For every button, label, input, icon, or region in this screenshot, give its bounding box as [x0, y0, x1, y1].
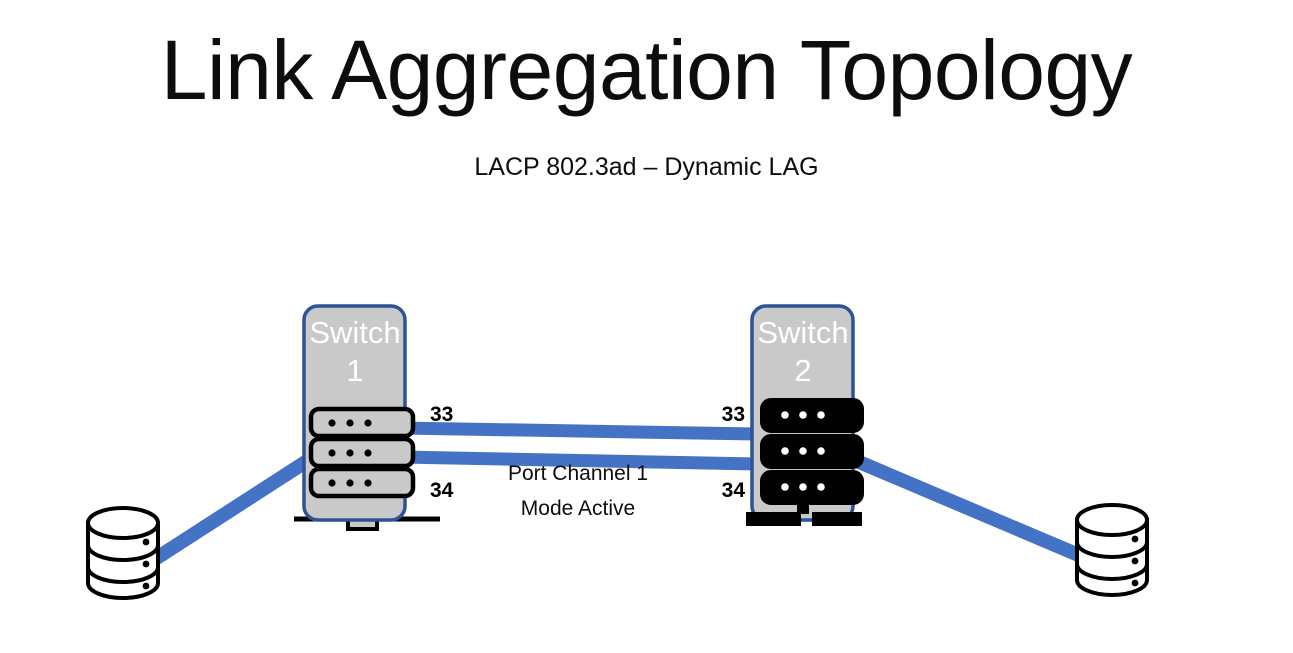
- host-right-band-1: [1075, 541, 1149, 559]
- trunk-label-port-channel: Port Channel 1: [508, 462, 648, 485]
- switch-2-base-right: [812, 512, 862, 526]
- switch-1-rack-unit-2: [308, 436, 416, 469]
- host-right-led-2: [1131, 557, 1139, 565]
- link-switch2-to-host-right: [849, 452, 1091, 566]
- host-left[interactable]: [86, 506, 160, 600]
- host-right[interactable]: [1075, 503, 1149, 597]
- host-right-band-2: [1075, 563, 1149, 581]
- trunk-caption: Port Channel 1 Mode Active: [508, 462, 648, 520]
- switch-1-rack-unit-1: [308, 406, 416, 439]
- switch-2-port-label-34: 34: [722, 479, 746, 502]
- switch-1-port-label-34: 34: [430, 479, 454, 502]
- switch-1[interactable]: Switch 1: [294, 304, 454, 531]
- switch-1-label-line1: Switch: [309, 315, 400, 350]
- switch-2-rack-unit-3: [760, 470, 864, 505]
- host-left-led-1: [142, 538, 150, 546]
- host-right-led-1: [1131, 535, 1139, 543]
- page-subtitle: LACP 802.3ad – Dynamic LAG: [474, 153, 819, 181]
- link-host-left-to-switch1: [148, 455, 311, 567]
- host-left-band-1: [86, 544, 160, 562]
- switch-2[interactable]: Switch 2: [722, 304, 864, 526]
- switch-2-label-line1: Switch: [757, 315, 848, 350]
- host-left-led-2: [142, 560, 150, 568]
- switch-1-port-label-33: 33: [430, 403, 453, 426]
- switch-2-rack-unit-2: [760, 434, 864, 469]
- page-title: Link Aggregation Topology: [160, 23, 1133, 117]
- switch-2-rack-unit-1: [760, 398, 864, 433]
- host-right-led-3: [1131, 579, 1139, 587]
- host-left-led-3: [142, 582, 150, 590]
- host-right-top: [1075, 503, 1149, 537]
- switch-1-rack-unit-3: [308, 466, 416, 499]
- switch-2-label-line2: 2: [794, 353, 811, 388]
- switch-2-port-label-33: 33: [722, 403, 745, 426]
- switch-1-label-line2: 1: [346, 353, 363, 388]
- host-left-band-2: [86, 566, 160, 584]
- link-switch1-to-switch2-port33: [400, 421, 758, 441]
- link-layer: [148, 421, 1091, 567]
- trunk-label-mode: Mode Active: [521, 497, 635, 520]
- host-left-top: [86, 506, 160, 540]
- link-switch1-to-switch2-port34: [400, 450, 758, 471]
- switch-2-base-left: [746, 512, 801, 526]
